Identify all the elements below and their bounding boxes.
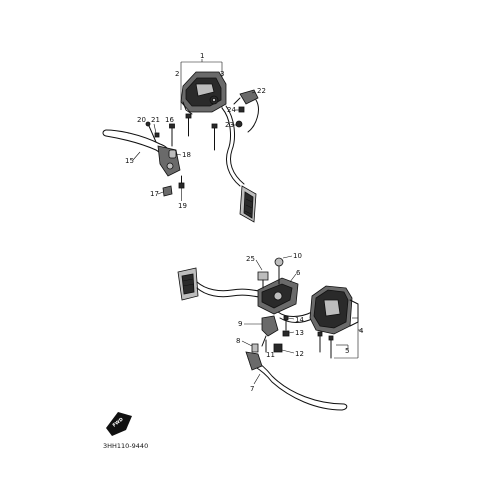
label-10: 10 [293, 252, 302, 260]
label-2: 2 [175, 70, 179, 78]
forward-direction-icon: FWD [106, 412, 132, 436]
nut-19 [178, 175, 185, 189]
locknut-21 [154, 132, 160, 138]
label-8: 8 [236, 337, 240, 345]
label-17: 17 [150, 190, 159, 198]
housing-screw-lower-a [317, 331, 323, 353]
label-4: 4 [359, 327, 364, 335]
label-6: 6 [296, 269, 301, 277]
label-3: 3 [220, 70, 224, 78]
collar-18 [168, 149, 177, 159]
nut-12 [273, 343, 283, 353]
brake-switch-9 [261, 315, 279, 347]
label-22: 22 [257, 87, 266, 95]
brake-lever-7 [245, 351, 348, 411]
label-23: 23 [225, 121, 234, 129]
switch-wire-harness [221, 105, 245, 187]
wire-connector-lower [177, 267, 199, 301]
housing-screw-right [211, 123, 218, 151]
label-19: 19 [178, 202, 187, 210]
master-cylinder-6 [257, 277, 299, 315]
label-24: 24 [227, 106, 236, 114]
label-11: 11 [266, 351, 275, 359]
label-13: 13 [295, 329, 304, 337]
label-16: 16 [165, 116, 174, 124]
cap-25 [257, 271, 269, 289]
label-12: 12 [295, 350, 304, 358]
right-handlebar-switch-housing [309, 285, 359, 335]
label-20: 20 [137, 116, 146, 124]
label-1: 1 [200, 52, 204, 60]
left-handlebar-switch-housing [180, 71, 227, 115]
clutch-lever-15 [102, 129, 181, 177]
housing-screw-lower-b [328, 335, 334, 359]
drawing-code: 3HH110-9440 [103, 442, 148, 450]
label-9: 9 [238, 320, 242, 328]
label-25: 25 [246, 255, 255, 263]
nut-13 [282, 330, 290, 337]
pivot-bolt-8 [251, 343, 259, 353]
cap-17 [162, 185, 173, 197]
adjuster-20 [145, 121, 157, 143]
callout-bracket-4 [334, 317, 362, 359]
switch-screw-23 [235, 120, 243, 128]
lever-bolt-16 [169, 123, 175, 147]
housing-screw-left [185, 113, 192, 137]
label-15: 15 [125, 157, 134, 165]
label-5: 5 [345, 347, 349, 355]
wire-connector-upper [239, 185, 257, 223]
label-7: 7 [250, 385, 254, 393]
label-21: 21 [151, 116, 160, 124]
clutch-switch-22 [233, 89, 259, 133]
label-14: 14 [295, 316, 304, 324]
screw-14 [283, 315, 289, 331]
bolt-10 [274, 257, 284, 285]
switch-screw-24 [238, 106, 245, 113]
label-18: 18 [182, 151, 191, 159]
